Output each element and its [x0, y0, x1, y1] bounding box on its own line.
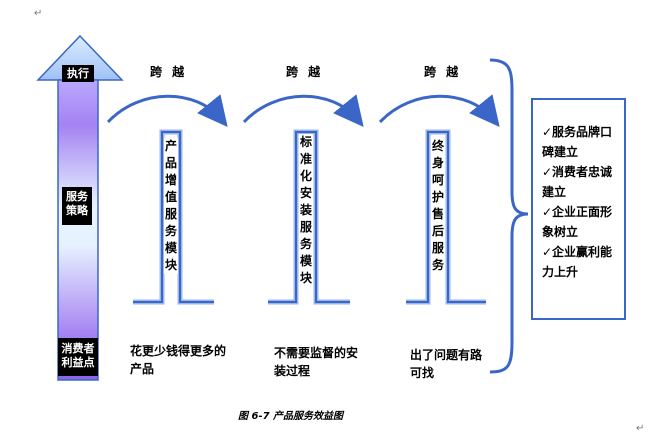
leap-label-1: 跨 越 — [150, 65, 188, 79]
leap-arrow-2 — [242, 94, 364, 127]
module-caption-2: 不需要监督的安装过程 — [274, 346, 359, 378]
paragraph-mark: ↵ — [34, 8, 43, 19]
strategy-arrow — [36, 34, 124, 381]
outcome-item: ✓企业赢利能力上升 — [542, 245, 613, 279]
arrow-top-label: 执行 — [62, 65, 94, 82]
arrow-bottom-label: 消费者利益点 — [58, 338, 98, 376]
leap-arrow-3 — [378, 94, 500, 127]
leap-label-3: 跨 越 — [424, 65, 462, 79]
paragraph-mark: ↵ — [636, 423, 645, 434]
leap-label-2: 跨 越 — [286, 65, 324, 79]
module-caption-3: 出了问题有路可找 — [410, 348, 483, 380]
module-label-3: 终身呵护售后服务 — [431, 138, 445, 274]
leap-arrow-1 — [106, 94, 228, 127]
outcomes-box: ✓服务品牌口碑建立 ✓消费者忠诚建立 ✓企业正面形象树立 ✓企业赢利能力上升 — [531, 98, 626, 320]
outcome-item: ✓消费者忠诚建立 — [542, 165, 613, 199]
outcome-brace — [489, 58, 529, 374]
figure-caption: 图 6-7 产品服务效益图 — [238, 411, 344, 422]
pillar-2 — [268, 129, 350, 305]
module-label-1: 产品增值服务模块 — [164, 138, 178, 274]
pillar-1 — [133, 129, 214, 305]
outcome-item: ✓企业正面形象树立 — [542, 205, 613, 239]
pillar-3 — [406, 129, 486, 305]
outcome-item: ✓服务品牌口碑建立 — [542, 125, 613, 159]
module-label-2: 标准化安装服务模块 — [299, 134, 313, 287]
module-caption-1: 花更少钱得更多的产品 — [130, 344, 227, 376]
arrow-mid-label: 服务策略 — [62, 187, 92, 225]
